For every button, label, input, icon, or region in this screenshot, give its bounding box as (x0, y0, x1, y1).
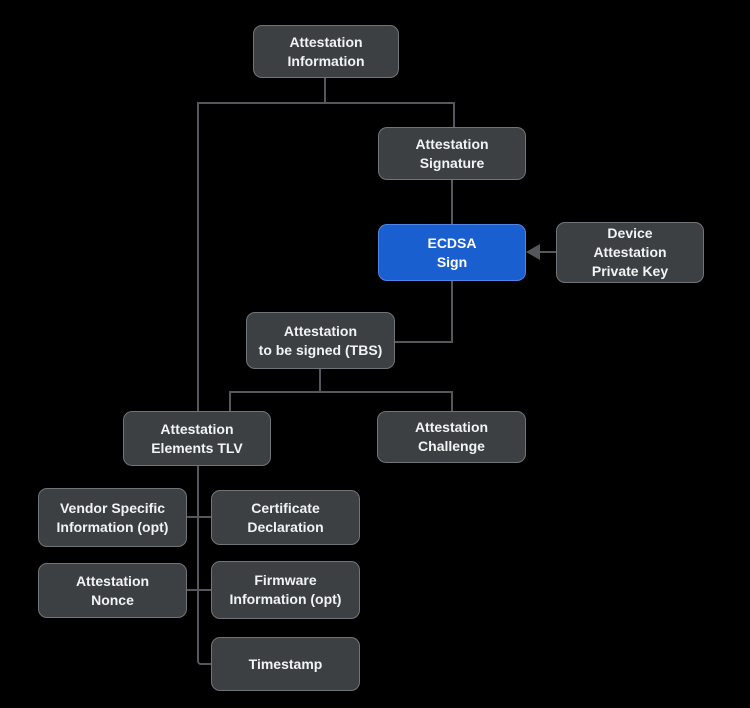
connector-left-trunk (197, 102, 199, 660)
connector-signature-to-ecdsa (451, 180, 453, 225)
node-firmware-information: Firmware Information (opt) (211, 561, 360, 619)
node-attestation-challenge: Attestation Challenge (377, 411, 526, 463)
node-ecdsa-sign: ECDSA Sign (378, 224, 526, 281)
connector-to-signature (453, 102, 455, 128)
connector-info-down (324, 78, 326, 104)
connector-to-tbs (395, 341, 453, 343)
node-attestation-nonce: Attestation Nonce (38, 563, 187, 618)
connector-key-to-ecdsa (532, 251, 556, 253)
connector-ecdsa-down (451, 281, 453, 343)
node-certificate-declaration: Certificate Declaration (211, 490, 360, 545)
connector-to-challenge (451, 391, 453, 412)
connector-top-split (197, 102, 455, 104)
connector-tbs-split (229, 391, 453, 393)
node-vendor-specific-information: Vendor Specific Information (opt) (38, 488, 187, 547)
connector-row2 (187, 589, 211, 591)
node-attestation-elements-tlv: Attestation Elements TLV (123, 411, 271, 466)
node-device-attestation-private-key: Device Attestation Private Key (556, 222, 704, 283)
arrowhead-into-ecdsa (526, 244, 540, 260)
connector-trunk-to-timestamp (197, 650, 211, 665)
connector-to-elements-tlv (229, 391, 231, 412)
node-attestation-information: Attestation Information (253, 25, 399, 78)
node-attestation-to-be-signed: Attestation to be signed (TBS) (246, 312, 395, 369)
connector-tbs-down (319, 369, 321, 393)
node-attestation-signature: Attestation Signature (378, 127, 526, 180)
node-timestamp: Timestamp (211, 637, 360, 691)
connector-row1 (187, 516, 211, 518)
